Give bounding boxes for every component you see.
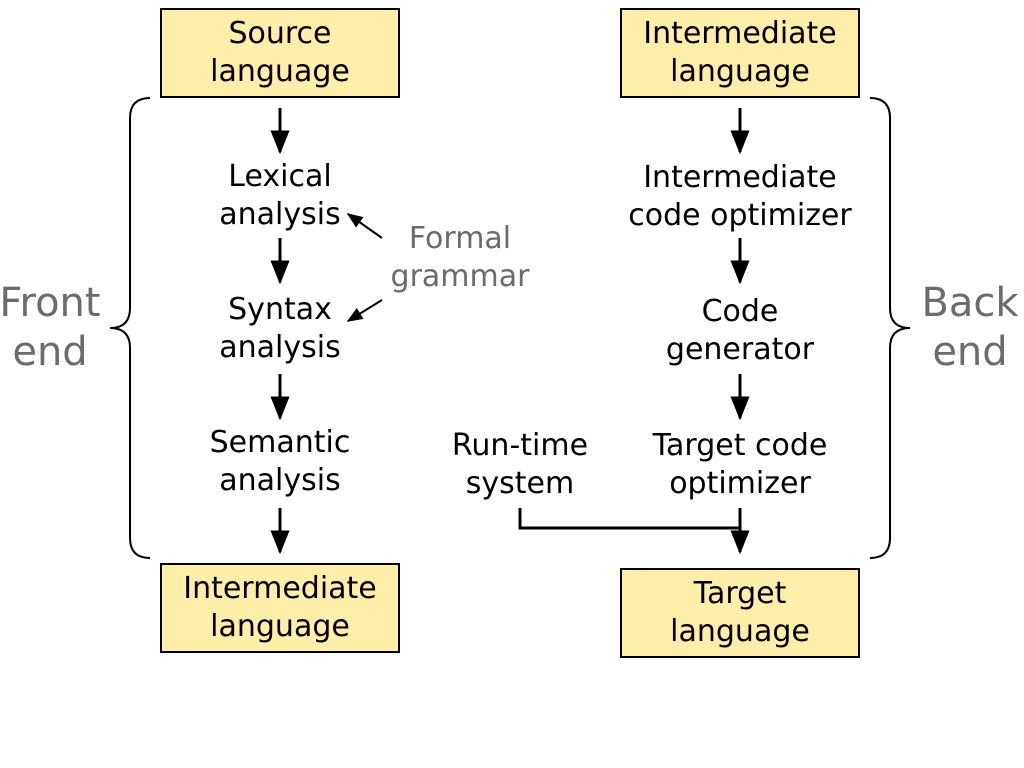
target-code-optimizer-label: Target code optimizer	[652, 428, 828, 501]
code-generator-label: Code generator	[665, 294, 815, 367]
semantic-analysis-label: Semantic analysis	[209, 425, 351, 498]
syntax-analysis-label: Syntax analysis	[219, 292, 341, 365]
source-language-label: Source language	[210, 16, 350, 89]
syntax-analysis-stage: Syntax analysis	[180, 291, 380, 367]
target-language-label: Target language	[670, 576, 810, 649]
intermediate-code-optimizer-label: Intermediate code optimizer	[628, 160, 852, 233]
front-end-label: Front end	[0, 278, 101, 378]
intermediate-language-output-box: Intermediate language	[160, 563, 400, 653]
arrow-grammar-to-syntax	[346, 299, 383, 322]
target-code-optimizer-stage: Target code optimizer	[630, 427, 850, 503]
target-language-box: Target language	[620, 568, 860, 658]
intermediate-language-input-box: Intermediate language	[620, 8, 860, 98]
code-generator-stage: Code generator	[640, 293, 840, 369]
lexical-analysis-label: Lexical analysis	[219, 159, 341, 232]
back-end-brace	[869, 97, 911, 559]
runtime-connector	[518, 508, 740, 530]
runtime-system-label: Run-time system	[451, 428, 589, 501]
formal-grammar-label: Formal grammar	[384, 220, 536, 296]
source-language-box: Source language	[160, 8, 400, 98]
intermediate-language-input-label: Intermediate language	[643, 16, 837, 89]
back-end-text: Back end	[921, 280, 1019, 375]
lexical-analysis-stage: Lexical analysis	[180, 158, 380, 234]
back-end-label: Back end	[918, 278, 1022, 378]
front-end-brace	[109, 97, 151, 559]
formal-grammar-text: Formal grammar	[390, 221, 530, 294]
intermediate-code-optimizer-stage: Intermediate code optimizer	[610, 159, 870, 235]
arrow-grammar-to-lexical	[346, 213, 383, 239]
runtime-system-stage: Run-time system	[430, 427, 610, 503]
semantic-analysis-stage: Semantic analysis	[180, 424, 380, 500]
front-end-text: Front end	[0, 280, 101, 375]
intermediate-language-output-label: Intermediate language	[183, 571, 377, 644]
